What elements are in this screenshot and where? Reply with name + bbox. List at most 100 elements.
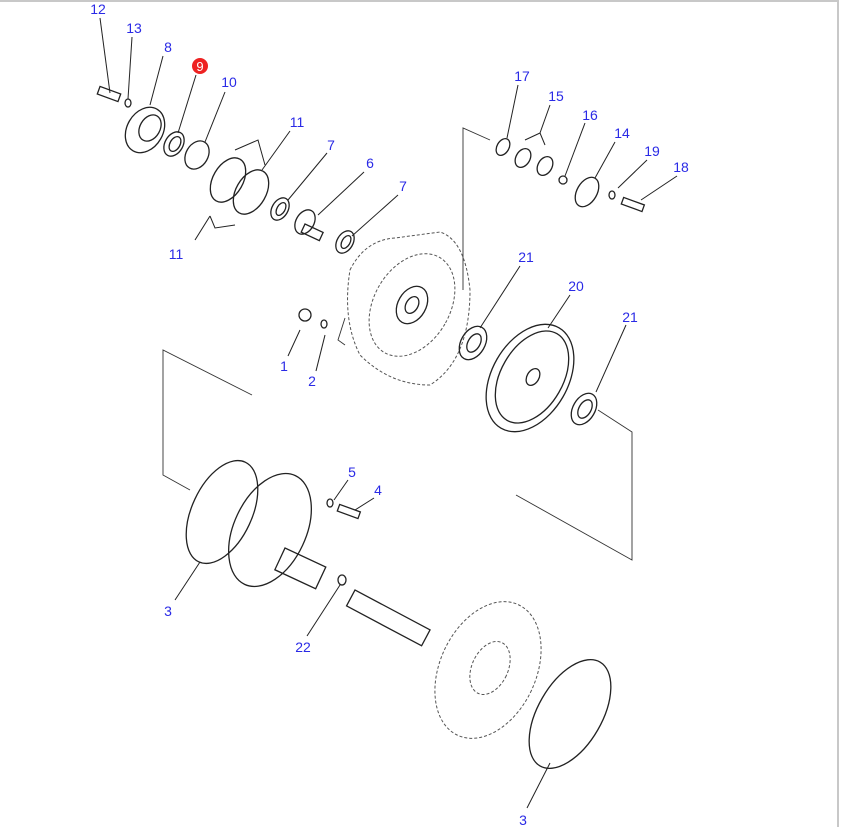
callout-4[interactable]: 4 — [354, 482, 382, 511]
leader-line — [595, 324, 627, 393]
callout-label[interactable]: 20 — [568, 278, 584, 294]
leader-line — [174, 561, 201, 601]
leader-line — [547, 294, 571, 329]
callout-label[interactable]: 6 — [366, 155, 374, 171]
bolt-4 — [336, 503, 362, 520]
callout-label[interactable]: 9 — [196, 59, 203, 74]
callout-8[interactable]: 8 — [149, 39, 172, 106]
callout-22[interactable]: 22 — [295, 584, 341, 655]
ring-gear-20 — [485, 323, 575, 433]
callout-19[interactable]: 19 — [617, 143, 660, 189]
brake-disc — [434, 601, 542, 739]
bracket-line — [234, 139, 266, 166]
leader-line — [287, 152, 328, 201]
callout-12[interactable]: 12 — [90, 1, 111, 94]
leader-line — [204, 91, 226, 143]
leader-line — [194, 215, 211, 241]
leader-line — [539, 104, 551, 134]
bearing-7a — [270, 197, 290, 221]
callout-label[interactable]: 22 — [295, 639, 311, 655]
callout-21[interactable]: 21 — [595, 309, 638, 393]
callout-label[interactable]: 2 — [308, 373, 316, 389]
callout-label[interactable]: 12 — [90, 1, 106, 17]
bracket-line — [539, 132, 546, 146]
callout-label[interactable]: 15 — [548, 88, 564, 104]
leader-line — [506, 84, 519, 139]
pinion-6 — [294, 209, 324, 242]
callout-label[interactable]: 14 — [614, 125, 630, 141]
leader-line — [354, 497, 375, 511]
leader-line — [127, 36, 133, 100]
callout-14[interactable]: 14 — [594, 125, 630, 179]
leader-line — [177, 74, 197, 134]
callout-label[interactable]: 3 — [519, 812, 527, 827]
callout-3[interactable]: 3 — [519, 762, 551, 827]
callout-label[interactable]: 21 — [622, 309, 638, 325]
callout-20[interactable]: 20 — [547, 278, 584, 329]
bracket-line — [524, 132, 541, 141]
leader-line — [617, 159, 648, 189]
callout-label[interactable]: 19 — [644, 143, 660, 159]
callout-13[interactable]: 13 — [126, 20, 142, 100]
callout-label[interactable]: 11 — [290, 114, 305, 130]
callout-11[interactable]: 11 — [261, 114, 305, 171]
callout-label[interactable]: 7 — [399, 178, 407, 194]
callout-label[interactable]: 1 — [280, 358, 288, 374]
leader-line — [351, 194, 399, 237]
o-ring-3b — [528, 658, 612, 770]
leader-line — [317, 171, 365, 216]
callout-7[interactable]: 7 — [287, 137, 335, 201]
callout-21[interactable]: 21 — [479, 249, 534, 329]
callout-label[interactable]: 10 — [221, 74, 237, 90]
parts — [96, 85, 646, 770]
leader-line — [640, 175, 678, 201]
callout-label[interactable]: 3 — [164, 603, 172, 619]
callout-label[interactable]: 16 — [582, 107, 598, 123]
callout-label[interactable]: 8 — [164, 39, 172, 55]
ball-16 — [558, 175, 568, 185]
highlight-badge — [192, 58, 208, 74]
callout-16[interactable]: 16 — [564, 107, 598, 177]
callout-3[interactable]: 3 — [164, 561, 201, 619]
bolt-18 — [620, 196, 646, 213]
shims-11 — [209, 157, 270, 215]
bracket-line — [209, 215, 236, 229]
guide-lines — [162, 127, 633, 561]
callout-10[interactable]: 10 — [204, 74, 237, 143]
callout-18[interactable]: 18 — [640, 159, 689, 201]
callouts: 1213891011767111715161419182120211254322… — [90, 1, 689, 827]
callout-2[interactable]: 2 — [308, 334, 326, 389]
bolt-12 — [96, 85, 122, 103]
callout-label[interactable]: 17 — [514, 68, 530, 84]
bearing-21a — [458, 325, 488, 361]
callout-7[interactable]: 7 — [351, 178, 407, 237]
nut-22 — [337, 574, 347, 586]
leader-line — [564, 122, 586, 177]
washer-13 — [124, 98, 132, 108]
callout-label[interactable]: 18 — [673, 159, 689, 175]
callout-11[interactable]: 11 — [169, 215, 211, 262]
callout-label[interactable]: 11 — [169, 246, 184, 262]
callout-9[interactable]: 9 — [177, 58, 208, 134]
leader-line — [149, 55, 164, 106]
callout-1[interactable]: 1 — [280, 329, 301, 374]
washer-5 — [326, 498, 334, 508]
callout-15[interactable]: 15 — [539, 88, 564, 134]
leader-line — [99, 17, 111, 94]
callout-label[interactable]: 13 — [126, 20, 142, 36]
callout-label[interactable]: 21 — [518, 249, 534, 265]
callout-label[interactable]: 5 — [348, 464, 356, 480]
hub — [228, 472, 327, 590]
callout-label[interactable]: 4 — [374, 482, 382, 498]
washer-2 — [320, 319, 328, 329]
callout-5[interactable]: 5 — [333, 464, 356, 501]
seal-9 — [163, 131, 185, 157]
bearings-15 — [514, 148, 554, 176]
callout-17[interactable]: 17 — [506, 68, 530, 139]
callout-label[interactable]: 7 — [327, 137, 335, 153]
bearing-21b — [570, 392, 598, 426]
callout-6[interactable]: 6 — [317, 155, 374, 216]
leader-line — [526, 762, 551, 809]
o-ring-3a — [185, 459, 259, 565]
o-ring-10 — [184, 140, 210, 170]
